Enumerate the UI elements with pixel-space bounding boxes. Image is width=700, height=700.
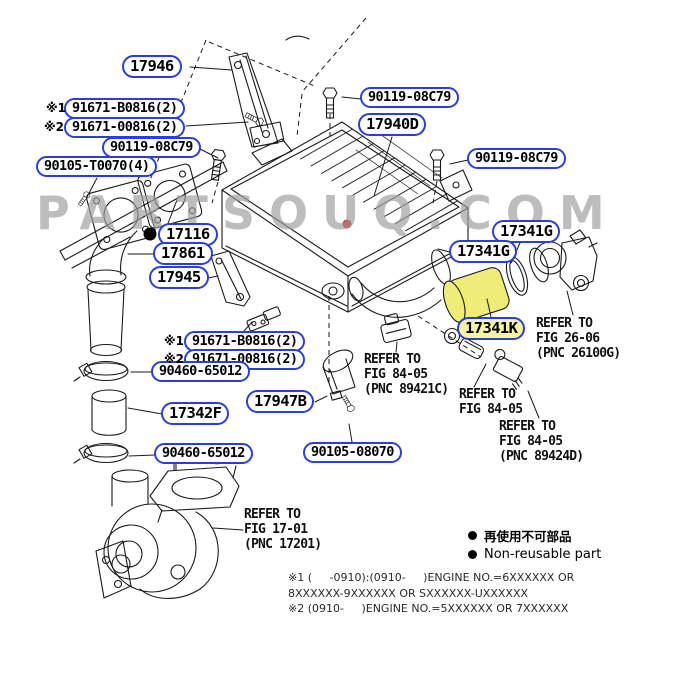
outlet-duct xyxy=(348,249,451,318)
footnote-line-3: ※2 (0910- )ENGINE NO.=5XXXXXX OR 7XXXXXX xyxy=(288,602,569,615)
part-callout-17940D[interactable]: 17940D xyxy=(358,113,427,136)
part-callout-17947B[interactable]: 17947B xyxy=(246,390,315,413)
hose-17341K-highlighted xyxy=(442,267,510,323)
footnote-line-1: ※1 ( -0910):(0910- )ENGINE NO.=6XXXXXX O… xyxy=(288,571,575,584)
legend-dot-icon xyxy=(468,550,477,559)
red-reference-dot xyxy=(342,219,352,229)
gasket-flange-2 xyxy=(137,163,203,229)
part-callout-17341G-upper[interactable]: 17341G xyxy=(492,220,561,243)
non-reusable-legend: 再使用不可部品 Non-reusable part xyxy=(468,526,601,564)
part-callout-17946[interactable]: 17946 xyxy=(122,55,182,78)
part-callout-90460-upper[interactable]: 90460-65012 xyxy=(151,361,250,382)
part-callout-17342F[interactable]: 17342F xyxy=(161,402,230,425)
turbo-outlet-pipe-17861 xyxy=(85,230,138,357)
part-callout-90460-lower[interactable]: 90460-65012 xyxy=(154,443,253,464)
part-callout-91671-00816-top[interactable]: 91671-00816(2) xyxy=(64,117,186,138)
non-reusable-dot-17116 xyxy=(143,227,157,241)
part-callout-90119-right[interactable]: 90119-08C79 xyxy=(467,148,566,169)
part-callout-17945[interactable]: 17945 xyxy=(149,266,209,289)
map-sensor-top xyxy=(380,313,412,344)
part-callout-17861[interactable]: 17861 xyxy=(153,242,213,265)
construction-dashed-lines xyxy=(149,17,482,384)
part-callout-90119-left[interactable]: 90119-08C79 xyxy=(102,137,201,158)
leader-lines xyxy=(86,66,574,531)
part-callout-90105-T0070[interactable]: 90105-T0070(4) xyxy=(36,156,158,177)
sensor-chain xyxy=(443,327,524,390)
footnote-line-2: 8XXXXXX-9XXXXXX OR SXXXXXX-UXXXXXX xyxy=(288,586,529,600)
engine-number-footnotes: ※1 ( -0910):(0910- )ENGINE NO.=6XXXXXX O… xyxy=(288,570,574,617)
hose-clamp-lower xyxy=(73,442,129,464)
part-callout-17116[interactable]: 17116 xyxy=(158,223,218,246)
hose-clamp-upper xyxy=(73,360,129,382)
part-callout-91671-B0816-top[interactable]: 91671-B0816(2) xyxy=(64,98,186,119)
bolt-90119-right xyxy=(429,149,445,181)
footnote-mark-1-top: ※1 xyxy=(46,101,67,115)
intercooler-core xyxy=(221,121,473,313)
part-callout-17341G-lower[interactable]: 17341G xyxy=(449,240,518,263)
legend-dot-icon xyxy=(468,531,477,540)
bracket-17945 xyxy=(210,250,251,307)
bracket-17946 xyxy=(228,52,285,148)
legend-text-jp: 再使用不可部品 xyxy=(484,529,572,544)
bolt-90119-top xyxy=(322,87,338,119)
turbocharger xyxy=(95,449,240,599)
legend-text-en: Non-reusable part xyxy=(484,547,602,562)
part-callout-17341K-highlighted[interactable]: 17341K xyxy=(457,317,526,340)
hose-17342F xyxy=(91,389,127,436)
part-callout-91671-B0816-mid[interactable]: 91671-B0816(2) xyxy=(184,331,306,352)
footnote-mark-2-mid: ※2 xyxy=(164,352,185,366)
footnote-mark-1-mid: ※1 xyxy=(164,334,185,348)
part-callout-90105-08070[interactable]: 90105-08070 xyxy=(303,442,402,463)
part-callout-90119-top[interactable]: 90119-08C79 xyxy=(360,87,459,108)
maf-sensor-17947B xyxy=(322,349,356,414)
side-rail xyxy=(59,161,228,269)
top-edge-mark xyxy=(285,35,310,41)
footnote-mark-2-top: ※2 xyxy=(44,120,65,134)
bolt-91671 xyxy=(243,110,265,128)
clamp-plates xyxy=(246,306,281,332)
